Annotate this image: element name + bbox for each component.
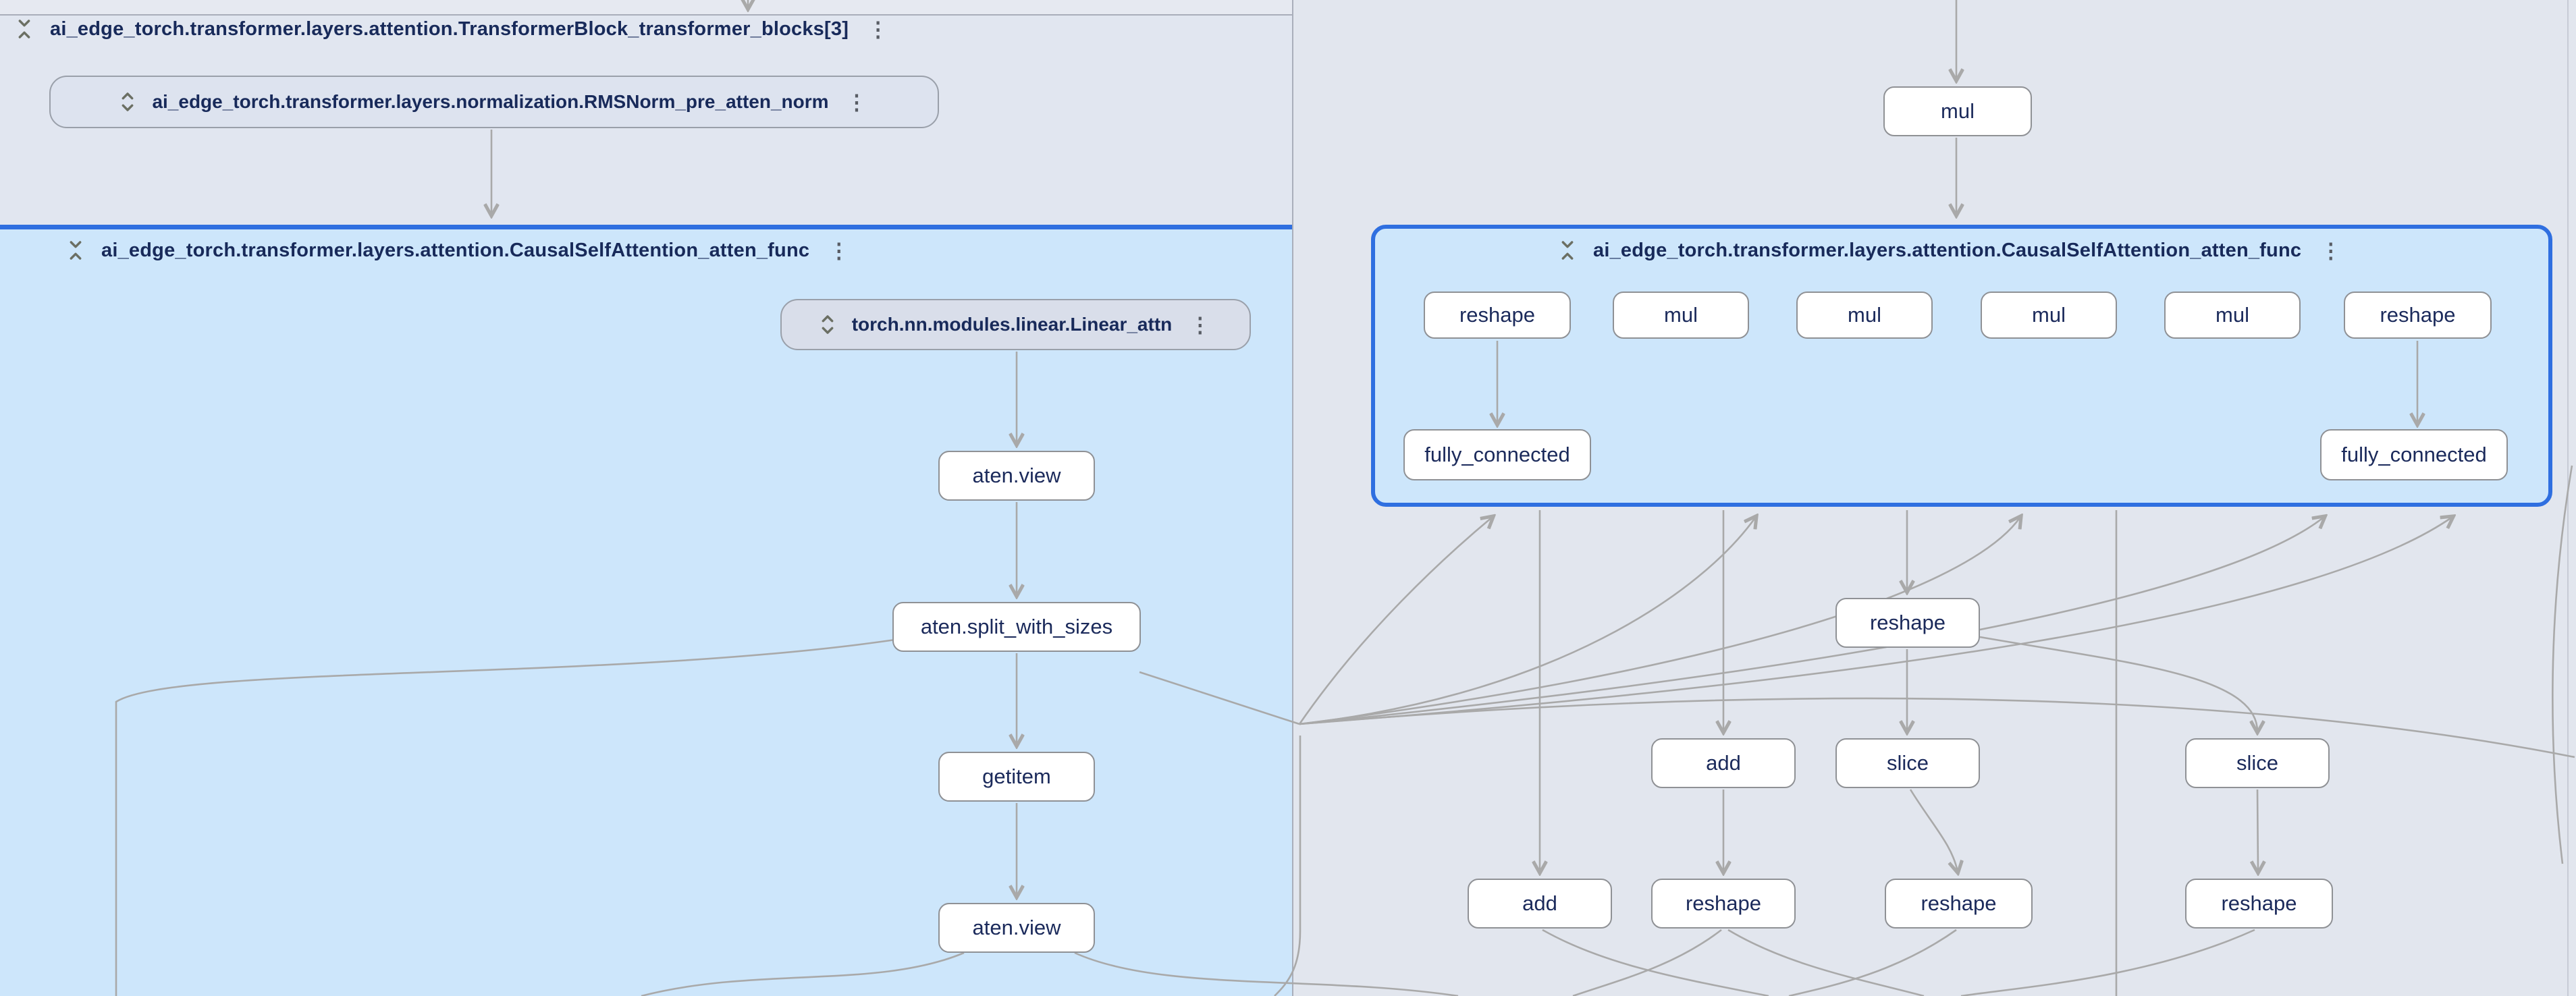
op-node-reshape-mid[interactable]: reshape [1835,598,1980,648]
op-node-slice-2[interactable]: slice [2185,738,2330,788]
attention-group-header-right[interactable]: ai_edge_torch.transformer.layers.attenti… [1557,238,2345,263]
edge [1075,953,1458,996]
group-node-rmsnorm[interactable]: ai_edge_torch.transformer.layers.normali… [49,76,939,128]
transformer-block-header[interactable]: ai_edge_torch.transformer.layers.attenti… [14,16,892,42]
collapse-icon[interactable] [14,16,35,42]
op-label: reshape [1686,891,1761,916]
collapse-icon[interactable] [1557,238,1578,263]
op-node-aten-view-2[interactable]: aten.view [938,903,1095,953]
op-label: slice [1887,751,1929,775]
op-node-fully-connected-1[interactable]: fully_connected [1403,429,1591,480]
expand-icon[interactable] [117,89,138,115]
op-label: aten.view [973,916,1061,940]
op-label: fully_connected [2341,443,2486,467]
edge [1980,637,2257,731]
kebab-menu-icon[interactable]: ⋮ [1185,314,1214,335]
op-node-aten-view-1[interactable]: aten.view [938,451,1095,501]
op-label: aten.view [973,464,1061,488]
edge [1961,930,2255,996]
group-node-label: torch.nn.modules.linear.Linear_attn [852,314,1173,335]
op-node-aten-split-with-sizes[interactable]: aten.split_with_sizes [892,602,1141,652]
group-node-label: ai_edge_torch.transformer.layers.normali… [152,91,828,113]
op-label: getitem [982,765,1051,789]
op-label: mul [2032,303,2066,327]
edge [1542,930,1769,996]
op-label: aten.split_with_sizes [921,615,1112,639]
op-label: add [1706,751,1741,775]
op-label: reshape [2221,891,2297,916]
edge [116,640,895,996]
edge [2552,466,2572,864]
attention-group-title: ai_edge_torch.transformer.layers.attenti… [1593,240,2301,262]
edge [1910,790,1958,872]
op-label: reshape [1459,303,1535,327]
edge [1728,930,1924,996]
op-node-mul-3[interactable]: mul [1981,292,2117,339]
edge [1139,672,1299,724]
op-label: mul [1848,303,1881,327]
edge [1299,517,1756,724]
op-label: fully_connected [1424,443,1569,467]
op-node-mul-4[interactable]: mul [2164,292,2301,339]
edge [1274,736,1300,996]
collapse-icon[interactable] [65,238,86,263]
op-label: mul [1941,99,1975,123]
op-node-add-1[interactable]: add [1651,738,1796,788]
op-node-mul-1[interactable]: mul [1613,292,1749,339]
op-label: reshape [1921,891,1996,916]
op-label: mul [2216,303,2249,327]
op-label: reshape [2380,303,2455,327]
op-node-mul-2[interactable]: mul [1796,292,1933,339]
edge [1573,930,1721,996]
op-node-fully-connected-2[interactable]: fully_connected [2320,429,2508,480]
op-node-mul-top[interactable]: mul [1883,86,2032,136]
attention-group-title: ai_edge_torch.transformer.layers.attenti… [101,240,809,262]
transformer-block-title: ai_edge_torch.transformer.layers.attenti… [50,18,849,40]
edge [1789,930,1956,996]
op-node-getitem[interactable]: getitem [938,752,1095,802]
group-node-linear-attn[interactable]: torch.nn.modules.linear.Linear_attn ⋮ [780,299,1251,350]
expand-icon[interactable] [817,312,838,337]
op-node-reshape-3[interactable]: reshape [1885,879,2033,929]
kebab-menu-icon[interactable]: ⋮ [824,240,853,261]
op-label: slice [2236,751,2278,775]
kebab-menu-icon[interactable]: ⋮ [863,19,892,40]
op-node-reshape-k[interactable]: reshape [2344,292,2492,339]
op-label: mul [1664,303,1698,327]
op-node-reshape-4[interactable]: reshape [2185,879,2333,929]
op-node-reshape-2[interactable]: reshape [1651,879,1796,929]
op-node-add-2[interactable]: add [1468,879,1612,929]
op-label: reshape [1870,611,1946,635]
attention-group-header-left[interactable]: ai_edge_torch.transformer.layers.attenti… [65,238,853,263]
op-label: add [1522,891,1557,916]
edge [641,953,964,996]
edge [2257,790,2258,872]
op-node-slice-1[interactable]: slice [1835,738,1980,788]
kebab-menu-icon[interactable]: ⋮ [842,92,871,113]
edge [1299,517,2324,724]
op-node-reshape-q[interactable]: reshape [1424,292,1571,339]
kebab-menu-icon[interactable]: ⋮ [2316,240,2345,261]
